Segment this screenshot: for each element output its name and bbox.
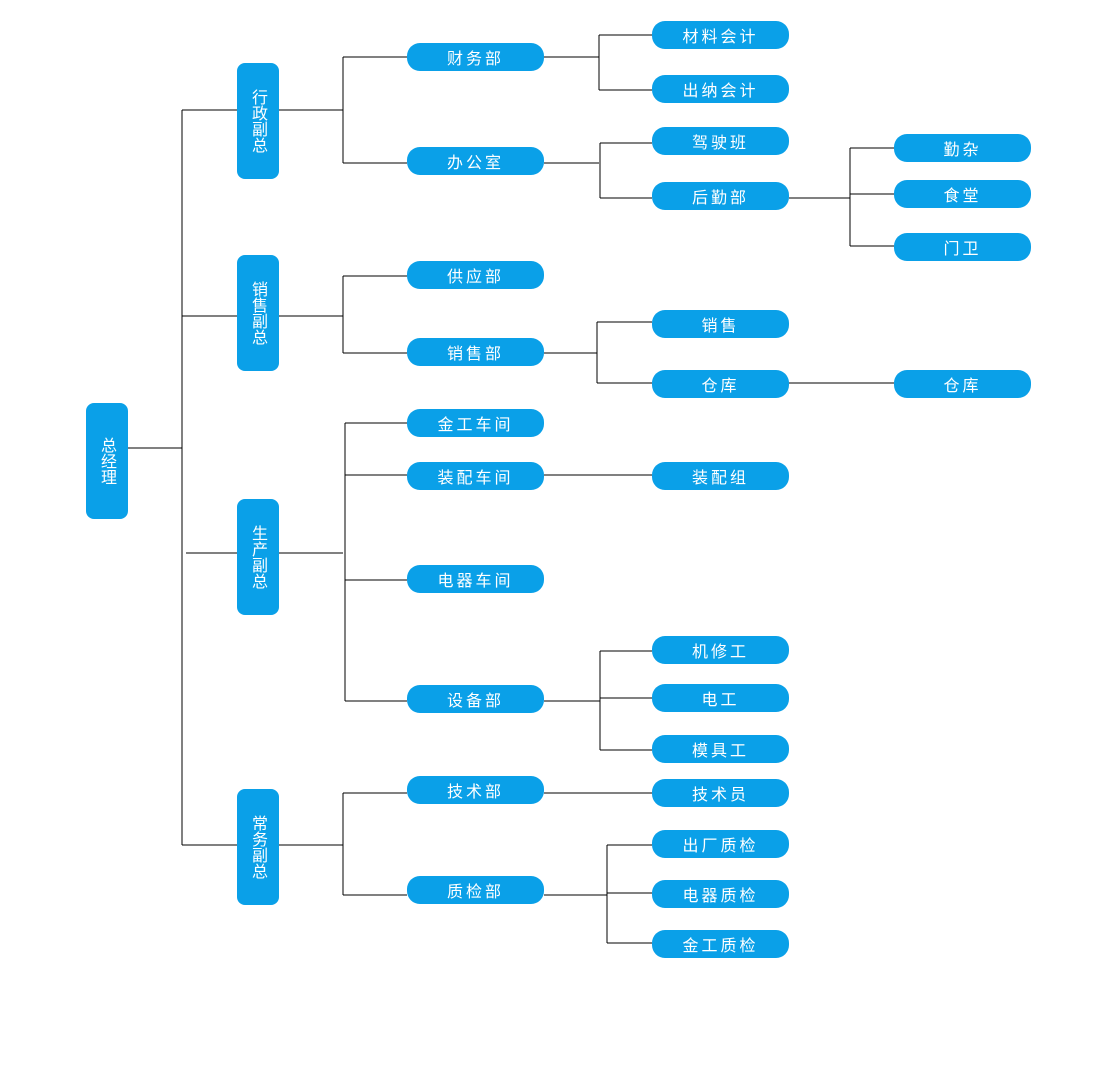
- node-canteen: 食堂: [894, 180, 1031, 208]
- node-finance-dept: 财务部: [407, 43, 544, 71]
- node-vp-executive: 常务副总: [237, 789, 279, 905]
- node-mechanic: 机修工: [652, 636, 789, 664]
- node-office: 办公室: [407, 147, 544, 175]
- node-technician: 技术员: [652, 779, 789, 807]
- node-qc-dept: 质检部: [407, 876, 544, 904]
- node-mold-worker: 模具工: [652, 735, 789, 763]
- node-electrician: 电工: [652, 684, 789, 712]
- node-general-manager: 总经理: [86, 403, 128, 519]
- node-driving-team: 驾驶班: [652, 127, 789, 155]
- node-vp-sales: 销售副总: [237, 255, 279, 371]
- node-equipment-dept: 设备部: [407, 685, 544, 713]
- node-sales: 销售: [652, 310, 789, 338]
- node-vp-production: 生产副总: [237, 499, 279, 615]
- node-warehouse: 仓库: [652, 370, 789, 398]
- node-tech-dept: 技术部: [407, 776, 544, 804]
- node-electrical-shop: 电器车间: [407, 565, 544, 593]
- node-cashier-accountant: 出纳会计: [652, 75, 789, 103]
- node-assembly-group: 装配组: [652, 462, 789, 490]
- node-factory-qc: 出厂质检: [652, 830, 789, 858]
- node-handyman: 勤杂: [894, 134, 1031, 162]
- node-metalwork-qc: 金工质检: [652, 930, 789, 958]
- node-logistics-dept: 后勤部: [652, 182, 789, 210]
- node-assembly-shop: 装配车间: [407, 462, 544, 490]
- node-guard: 门卫: [894, 233, 1031, 261]
- node-supply-dept: 供应部: [407, 261, 544, 289]
- node-sales-dept: 销售部: [407, 338, 544, 366]
- node-materials-accountant: 材料会计: [652, 21, 789, 49]
- node-vp-admin: 行政副总: [237, 63, 279, 179]
- node-electrical-qc: 电器质检: [652, 880, 789, 908]
- node-warehouse-2: 仓库: [894, 370, 1031, 398]
- node-metalwork-shop: 金工车间: [407, 409, 544, 437]
